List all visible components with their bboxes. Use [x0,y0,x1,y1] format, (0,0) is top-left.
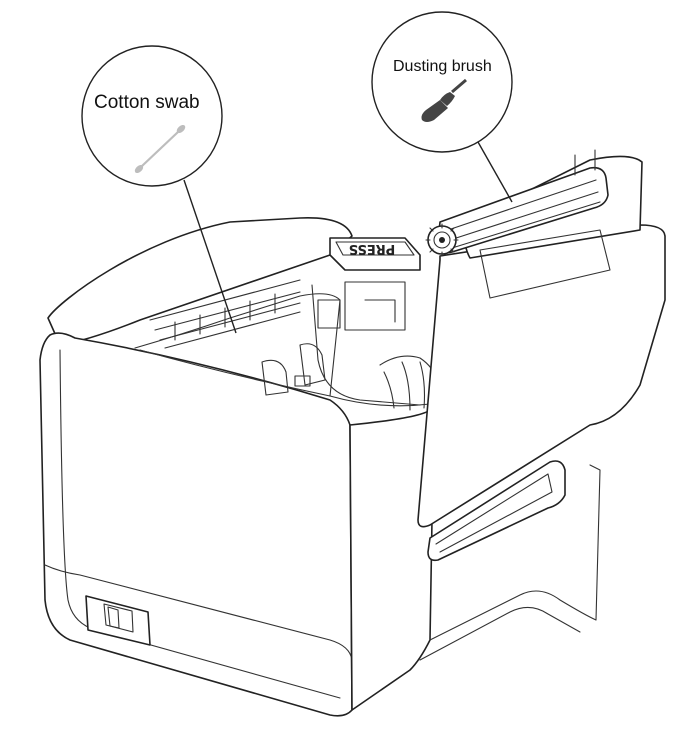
printer-body: PRESS [39,217,601,717]
cotton-swab-callout [81,45,237,334]
dusting-brush-callout [371,11,513,203]
dusting-brush-label: Dusting brush [393,58,492,75]
cotton-swab-label: Cotton swab [94,92,200,113]
printer-cover [417,149,666,562]
dusting-brush-icon [421,78,467,122]
callout-leader-right [477,141,513,203]
callout-circle-right [371,11,513,153]
callout-circle-left [81,45,223,187]
press-button-text: PRESS [349,241,396,256]
callout-leader-left [183,179,237,334]
cotton-swab-icon [134,124,186,174]
